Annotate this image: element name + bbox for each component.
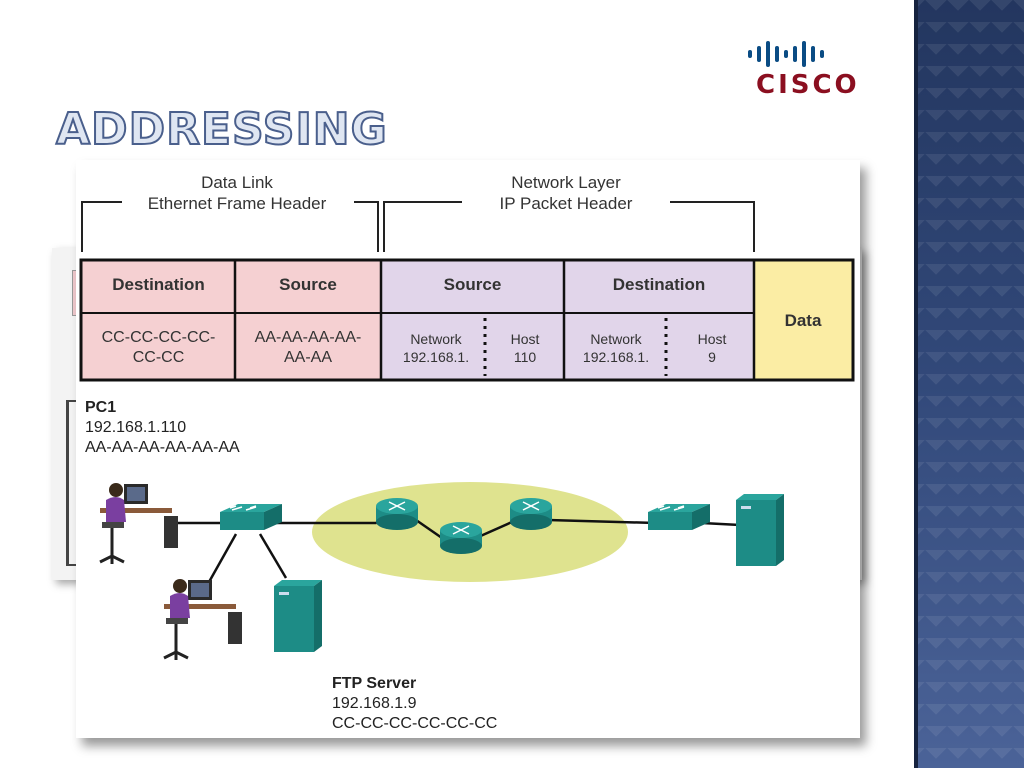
network-layer-label: Network Layer IP Packet Header — [462, 172, 670, 214]
router-1-icon — [376, 498, 418, 530]
ip-dest-label: Destination — [612, 275, 706, 294]
data-label: Data — [784, 311, 822, 330]
ip-dest-host-value: 9 — [708, 349, 716, 365]
ftp-link — [258, 533, 288, 579]
pc2-workstation-icon — [163, 579, 242, 660]
eth-src-value-line1: AA-AA-AA-AA- — [254, 329, 362, 346]
router-switch-link — [547, 518, 657, 525]
ftp-server-ip: 192.168.1.9 — [332, 695, 417, 712]
ip-dest-header-cell — [564, 261, 754, 313]
ip-dest-network: Network 192.168.1. — [568, 330, 664, 366]
ip-src-network: Network 192.168.1. — [388, 330, 484, 366]
ftp-server-info: FTP Server 192.168.1.9 CC-CC-CC-CC-CC-CC — [332, 674, 497, 734]
addressing-figure: Data Link Ethernet Frame Header Network … — [76, 160, 860, 738]
ip-dest-host-label: Host — [697, 331, 727, 347]
ip-src-host: Host 110 — [490, 330, 560, 366]
ip-src-network-value: 192.168.1. — [402, 349, 470, 365]
switch-left-icon — [220, 504, 282, 530]
eth-src-value-line2: AA-AA — [283, 349, 332, 366]
data-link-bracket-right — [354, 201, 379, 252]
eth-dest-value: CC-CC-CC-CC- CC-CC — [82, 328, 235, 368]
data-link-label: Data Link Ethernet Frame Header — [128, 172, 346, 214]
background-bracket — [66, 400, 79, 566]
eth-src-header-cell — [235, 261, 381, 313]
eth-src-value-cell — [235, 313, 381, 379]
network-bracket-right — [670, 201, 755, 252]
data-cell — [754, 261, 852, 379]
ip-src-label: Source — [443, 275, 502, 294]
pc1-info: PC1 192.168.1.110 AA-AA-AA-AA-AA-AA — [85, 398, 240, 458]
router-link-1 — [415, 518, 443, 540]
ip-packet-header-title: IP Packet Header — [499, 194, 633, 213]
pc1-name: PC1 — [85, 399, 117, 416]
server-right-icon — [736, 494, 784, 566]
logo-bars-icon — [748, 40, 874, 68]
ip-src-value-cell — [381, 313, 564, 379]
ip-dest-network-value: 192.168.1. — [582, 349, 650, 365]
pc1-workstation-icon — [99, 483, 178, 564]
router-3-icon — [510, 498, 552, 530]
eth-dest-value-line2: CC-CC — [132, 349, 185, 366]
pc1-ip: 192.168.1.110 — [85, 419, 187, 436]
pc1-mac: AA-AA-AA-AA-AA-AA — [85, 439, 240, 456]
ftp-server-mac: CC-CC-CC-CC-CC-CC — [332, 715, 498, 732]
data-link-bracket-left — [81, 201, 122, 252]
ip-dest-host: Host 9 — [674, 330, 750, 366]
ethernet-frame-header-title: Ethernet Frame Header — [147, 194, 327, 213]
figure-graphics — [79, 201, 855, 660]
ip-src-host-label: Host — [510, 331, 540, 347]
eth-dest-label: Destination — [112, 275, 205, 294]
network-layer-title: Network Layer — [511, 173, 621, 192]
ftp-server-name: FTP Server — [332, 675, 417, 692]
eth-dest-value-cell — [82, 313, 235, 379]
switch-right-icon — [648, 504, 710, 530]
ip-src-header-cell — [381, 261, 564, 313]
ip-src-network-label: Network — [410, 331, 462, 347]
ip-src-host-value: 110 — [513, 349, 537, 365]
network-bracket-left — [383, 201, 462, 252]
ip-dest-value-cell — [564, 313, 754, 379]
eth-src-value: AA-AA-AA-AA- AA-AA — [235, 328, 381, 368]
logo-wordmark: CISCO — [756, 70, 860, 100]
eth-dest-header-cell — [82, 261, 235, 313]
eth-src-label: Source — [279, 275, 337, 294]
ftp-server-icon — [274, 580, 322, 652]
server-link-right — [701, 521, 741, 527]
eth-dest-value-line1: CC-CC-CC-CC- — [101, 329, 216, 346]
sidebar-decoration — [914, 0, 1024, 768]
slide-title: ADDRESSING — [55, 103, 388, 156]
ip-dest-network-label: Network — [590, 331, 642, 347]
router-2-icon — [440, 522, 482, 554]
data-link-title: Data Link — [201, 173, 273, 192]
frame-outline — [79, 258, 855, 382]
cisco-logo: CISCO — [744, 40, 874, 104]
